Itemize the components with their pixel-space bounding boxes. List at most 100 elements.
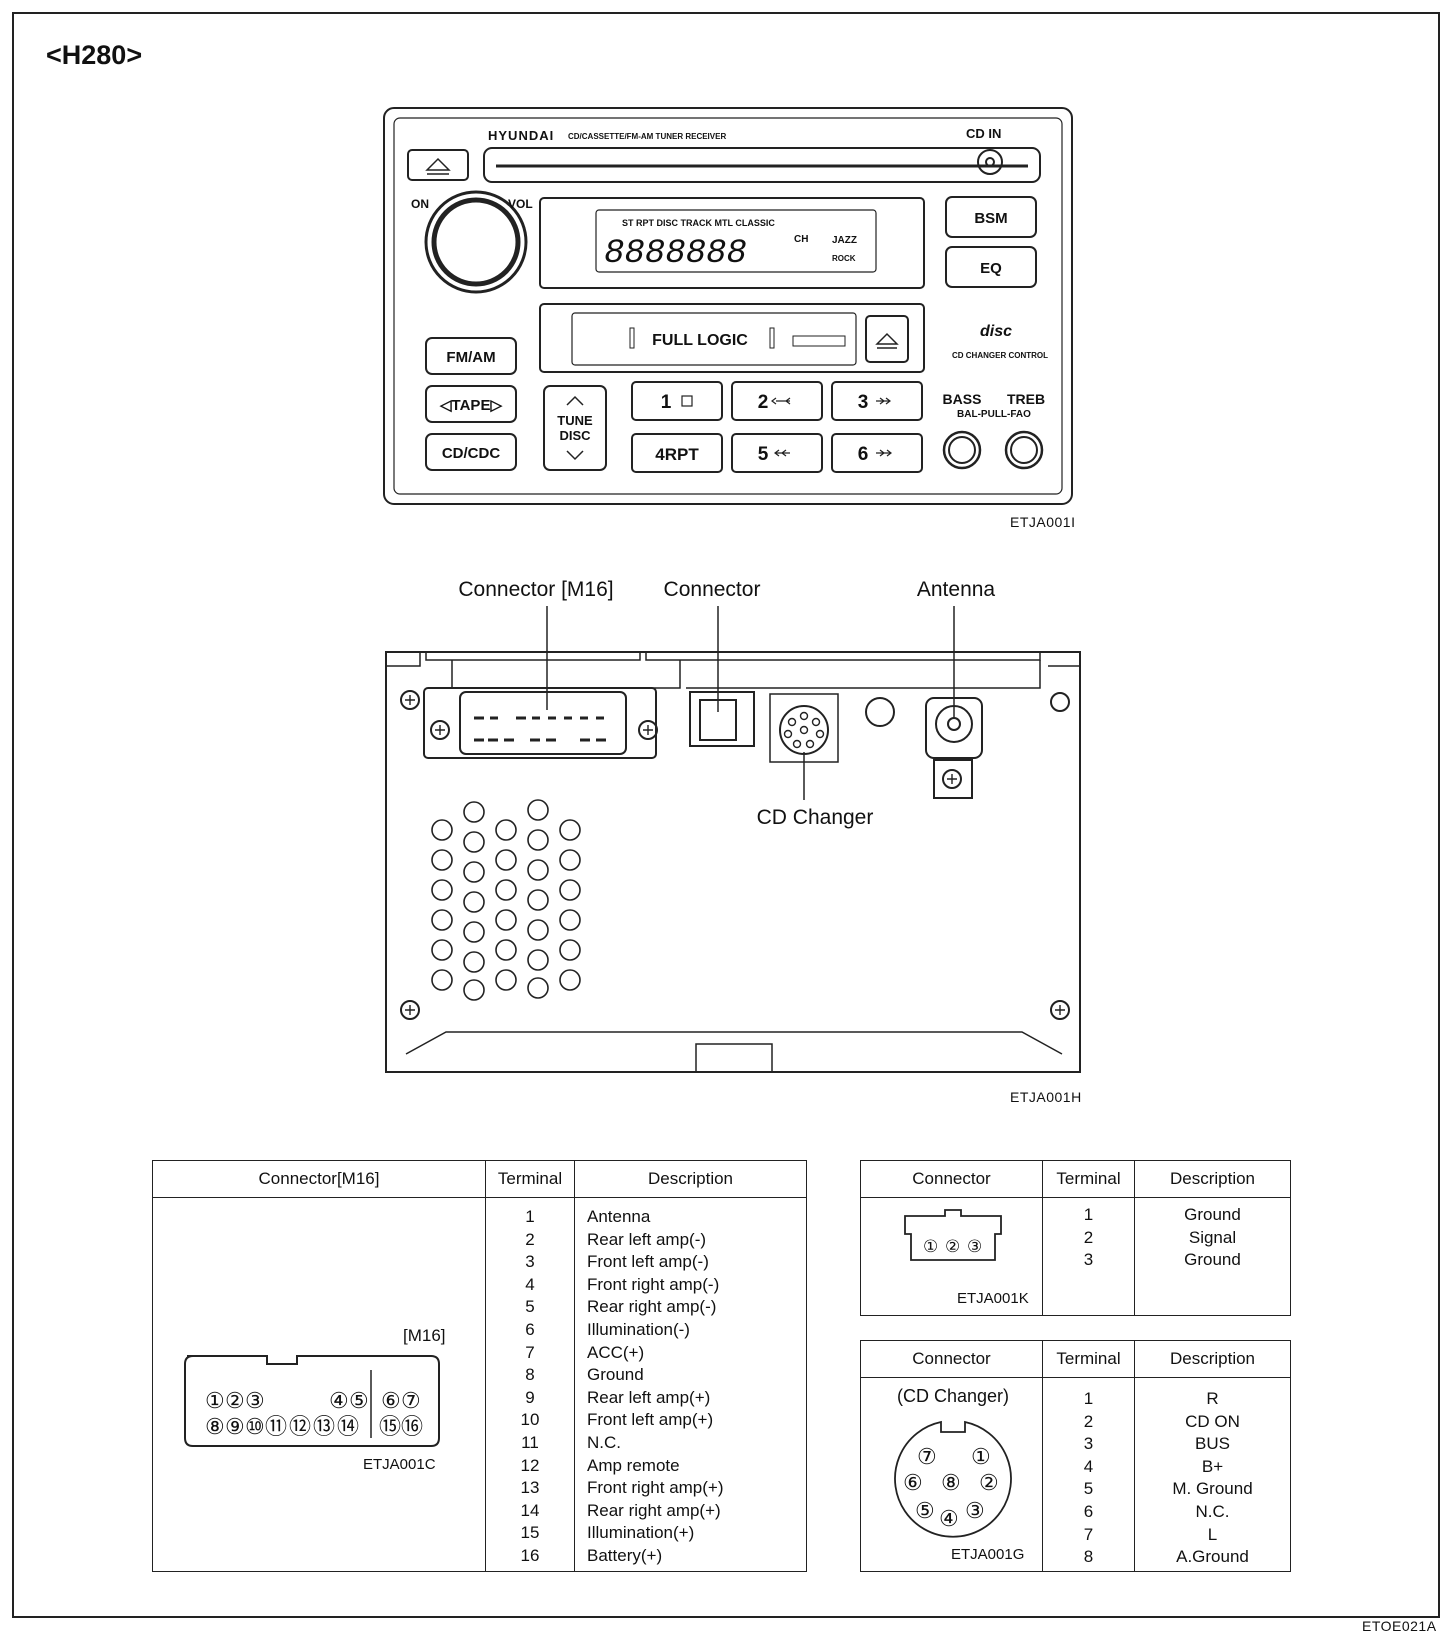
connector-description-cell: Ground <box>1184 1250 1241 1270</box>
m16-terminal-cell: 9 <box>525 1387 535 1407</box>
m16-pin-6: ⑥ <box>381 1388 401 1413</box>
disc-logo: disc <box>980 323 1012 340</box>
page-frame <box>12 12 1440 1618</box>
screw-icon <box>1050 1000 1070 1020</box>
cdc-description-cell: BUS <box>1195 1434 1230 1454</box>
treb-label: TREB <box>1007 391 1045 407</box>
m16-pin-8: ⑧ <box>205 1414 225 1439</box>
connector-description-cell: Ground <box>1184 1205 1241 1224</box>
m16-description-cell: Rear left amp(-) <box>587 1229 707 1249</box>
m16-header-terminal: Terminal <box>485 1160 575 1198</box>
cdc-description-cell: CD ON <box>1185 1411 1240 1431</box>
m16-pin-1: ① <box>205 1388 225 1413</box>
preset-3-button <box>831 381 923 421</box>
connector-terminal-cell: 3 <box>1083 1250 1094 1270</box>
callout-connector: Connector <box>664 578 761 601</box>
cdc-header-connector: Connector <box>860 1340 1043 1378</box>
cdc-terminal-cell: 6 <box>1083 1501 1094 1521</box>
m16-pin-15: ⑮ <box>379 1414 401 1439</box>
m16-description-cell: Amp remote <box>587 1455 680 1475</box>
cdc-header-description: Description <box>1134 1340 1291 1378</box>
cdc-terminal-cell: 3 <box>1083 1434 1094 1454</box>
connector-header-terminal: Terminal <box>1042 1160 1135 1198</box>
cdc-pin-8: ⑧ <box>941 1470 961 1495</box>
connector-pin-3: ③ <box>967 1237 982 1256</box>
callout-antenna: Antenna <box>917 578 996 601</box>
cdc-terminal-cell: 5 <box>1083 1479 1094 1499</box>
cdc-pin-4: ④ <box>939 1506 959 1531</box>
vent-holes <box>431 799 581 1001</box>
m16-terminal-cell: 4 <box>525 1274 535 1294</box>
bsm-button <box>945 196 1037 238</box>
display-ch: CH <box>794 234 808 245</box>
cd-changer-connector-image: (CD Changer) ⑦ ① ⑥ ⑧ ② ⑤ ③ ④ ETJA001G <box>860 1377 1043 1572</box>
volume-knob <box>424 190 528 294</box>
m16-pin-9: ⑨ <box>225 1414 245 1439</box>
preset-2-button <box>731 381 823 421</box>
on-label: ON <box>411 197 429 211</box>
preset-5-label: 5 <box>758 444 769 465</box>
front-panel <box>383 107 1073 505</box>
cdc-description-cell: N.C. <box>1195 1501 1230 1521</box>
m16-terminal-cell: 2 <box>525 1229 535 1249</box>
connector-description-cell: Signal <box>1188 1227 1237 1247</box>
m16-pin-10: ⑩ <box>245 1414 265 1439</box>
m16-connector-label: [M16] <box>403 1326 446 1345</box>
m16-pin-2: ② <box>225 1388 245 1413</box>
m16-description-cell: Antenna <box>587 1207 651 1226</box>
m16-pin-7: ⑦ <box>401 1388 421 1413</box>
disc-label: DISC <box>559 428 591 443</box>
m16-terminal-cell: 3 <box>525 1252 535 1272</box>
cdc-description-cell: R <box>1206 1389 1219 1408</box>
bass-label: BASS <box>943 391 982 407</box>
connector-header-connector: Connector <box>860 1160 1043 1198</box>
cassette-eject-button <box>865 315 909 363</box>
preset-4-label: 4RPT <box>655 445 699 464</box>
connector-drawing: ① ② ③ <box>904 1209 1002 1261</box>
m16-pin-4: ④ <box>329 1388 349 1413</box>
bass-knob <box>942 430 982 470</box>
m16-connector-drawing: ① ② ③ ④ ⑤ ⑥ ⑦ ⑧ ⑨ ⑩ ⑪ ⑫ ⑬ ⑭ ⑮ ⑯ <box>184 1355 440 1447</box>
tape-button <box>425 385 517 423</box>
m16-description-cell: ACC(+) <box>587 1342 645 1362</box>
m16-terminal-cell: 11 <box>521 1432 539 1452</box>
m16-description-cell: Front right amp(-) <box>587 1274 720 1294</box>
m16-pin-13: ⑬ <box>313 1414 335 1439</box>
connector-terminal-cell: 1 <box>1083 1205 1094 1224</box>
cdc-pin-5: ⑤ <box>915 1498 935 1523</box>
cdc-description-cell: M. Ground <box>1172 1479 1253 1499</box>
cd-cdc-button <box>425 433 517 471</box>
m16-description-cell: Front right amp(+) <box>587 1478 724 1498</box>
cd-changer-drawing: ⑦ ① ⑥ ⑧ ② ⑤ ③ ④ <box>894 1420 1012 1538</box>
eq-label: EQ <box>980 260 1002 277</box>
preset-5-button <box>731 433 823 473</box>
m16-pin-12: ⑫ <box>289 1414 311 1439</box>
m16-header-connector: Connector[M16] <box>152 1160 486 1198</box>
eq-button <box>945 246 1037 288</box>
preset-4-button <box>631 433 723 473</box>
rear-panel-fig-code: ETJA001H <box>1010 1089 1082 1105</box>
preset-3-label: 3 <box>858 392 869 413</box>
front-panel-fig-code: ETJA001I <box>1010 514 1076 530</box>
display-jazz: JAZZ <box>832 235 857 246</box>
preset-icons <box>681 395 892 457</box>
m16-connector-table: Connector[M16] Terminal Description [M16… <box>152 1160 807 1572</box>
tune-label: TUNE <box>557 413 593 428</box>
cdc-terminal-cell: 8 <box>1083 1547 1094 1567</box>
cd-in-indicator <box>977 149 1003 175</box>
connector-image: ① ② ③ ETJA001K <box>860 1197 1043 1316</box>
front-panel-text: HYUNDAI CD/CASSETTE/FM-AM TUNER RECEIVER… <box>411 126 1048 465</box>
m16-image-code: ETJA001C <box>363 1456 436 1473</box>
connector-terminal-cell: 2 <box>1083 1227 1094 1247</box>
vol-label: VOL <box>508 197 533 211</box>
cdc-terminal-cell: 4 <box>1083 1456 1094 1476</box>
callout-connector-m16: Connector [M16] <box>458 578 613 601</box>
tape-label: ◁TAPE▷ <box>439 397 503 414</box>
m16-terminal-cell: 1 <box>525 1207 535 1226</box>
cdc-description-cell: B+ <box>1201 1456 1224 1476</box>
